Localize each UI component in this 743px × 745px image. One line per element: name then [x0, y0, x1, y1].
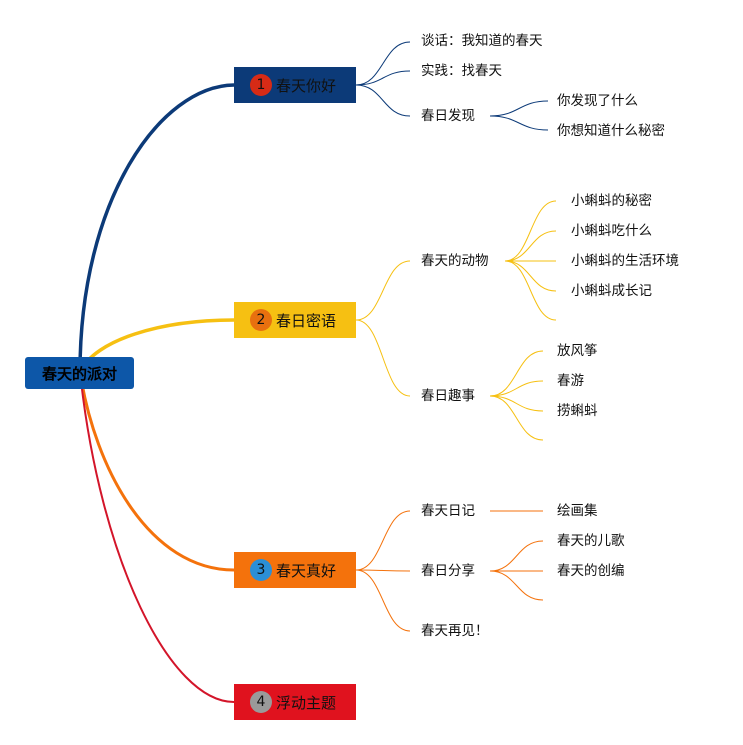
link-t2-0 [355, 260, 411, 321]
link-t2-fun-0 [489, 350, 544, 397]
subtopic-spring-fun[interactable]: 春日趣事 [421, 388, 475, 404]
link-t1-discovery-1 [489, 115, 549, 131]
link-t2-1 [355, 319, 411, 397]
leaf-spring-songs[interactable]: 春天的儿歌 [557, 533, 625, 549]
leaf-spring-creations[interactable]: 春天的创编 [557, 563, 625, 579]
topic-label: 浮动主题 [276, 693, 337, 712]
leaf-what-found[interactable]: 你发现了什么 [557, 93, 638, 109]
subtopic-spring-diary[interactable]: 春天日记 [421, 503, 475, 519]
subtopic-spring-goodbye[interactable]: 春天再见！ [421, 623, 489, 639]
number-badge: 1 [250, 74, 272, 96]
leaf-tadpole-habitat[interactable]: 小蝌蚪的生活环境 [571, 253, 679, 269]
link-t2-fun-2 [489, 395, 544, 412]
topic-label: 春天真好 [276, 561, 337, 580]
topic-node-3[interactable]: 3 春天真好 [234, 552, 356, 588]
subtopic-spring-discovery[interactable]: 春日发现 [421, 108, 475, 124]
leaf-spring-outing[interactable]: 春游 [557, 373, 584, 389]
topic-node-4[interactable]: 4 浮动主题 [234, 684, 356, 720]
link-t2-animals-1 [504, 230, 557, 262]
link-t3-sharing-2 [489, 570, 544, 601]
link-t3-1 [355, 569, 411, 572]
link-t3-sharing-0 [489, 540, 544, 572]
link-t3-2 [355, 569, 411, 632]
subtopic-spring-sharing[interactable]: 春日分享 [421, 563, 475, 579]
root-link-4 [79, 371, 235, 703]
subtopic-practice[interactable]: 实践：找春天 [421, 63, 502, 79]
number-badge: 3 [250, 559, 272, 581]
leaf-fly-kite[interactable]: 放风筝 [557, 343, 598, 359]
leaf-drawing-collection[interactable]: 绘画集 [557, 503, 598, 519]
root-link-3 [78, 371, 235, 572]
topic-label: 春日密语 [276, 311, 337, 330]
number-badge: 4 [250, 691, 272, 713]
link-t3-0 [355, 510, 411, 571]
link-t1-discovery-0 [489, 100, 549, 117]
root-link-1 [78, 83, 235, 373]
link-t1-1 [355, 70, 411, 86]
leaf-tadpole-secret[interactable]: 小蝌蚪的秘密 [571, 193, 652, 209]
topic-label: 春天你好 [276, 76, 337, 95]
link-t2-animals-3 [504, 260, 557, 292]
link-t1-0 [355, 41, 411, 86]
subtopic-spring-animals[interactable]: 春天的动物 [421, 253, 489, 269]
leaf-tadpole-growth[interactable]: 小蝌蚪成长记 [571, 283, 652, 299]
topic-node-1[interactable]: 1 春天你好 [234, 67, 356, 103]
link-t2-animals-0 [504, 200, 557, 262]
root-label: 春天的派对 [41, 364, 117, 383]
link-t2-fun-3 [489, 395, 544, 441]
number-badge: 2 [250, 309, 272, 331]
link-t1-2 [355, 84, 411, 117]
topic-node-2[interactable]: 2 春日密语 [234, 302, 356, 338]
subtopic-talk[interactable]: 谈话：我知道的春天 [421, 33, 543, 49]
link-t2-animals-4 [504, 260, 557, 321]
leaf-catch-tadpole[interactable]: 捞蝌蚪 [557, 403, 598, 419]
leaf-what-secret[interactable]: 你想知道什么秘密 [557, 123, 665, 139]
root-node[interactable]: 春天的派对 [25, 357, 134, 389]
link-t2-fun-1 [489, 380, 544, 397]
leaf-tadpole-food[interactable]: 小蝌蚪吃什么 [571, 223, 652, 239]
